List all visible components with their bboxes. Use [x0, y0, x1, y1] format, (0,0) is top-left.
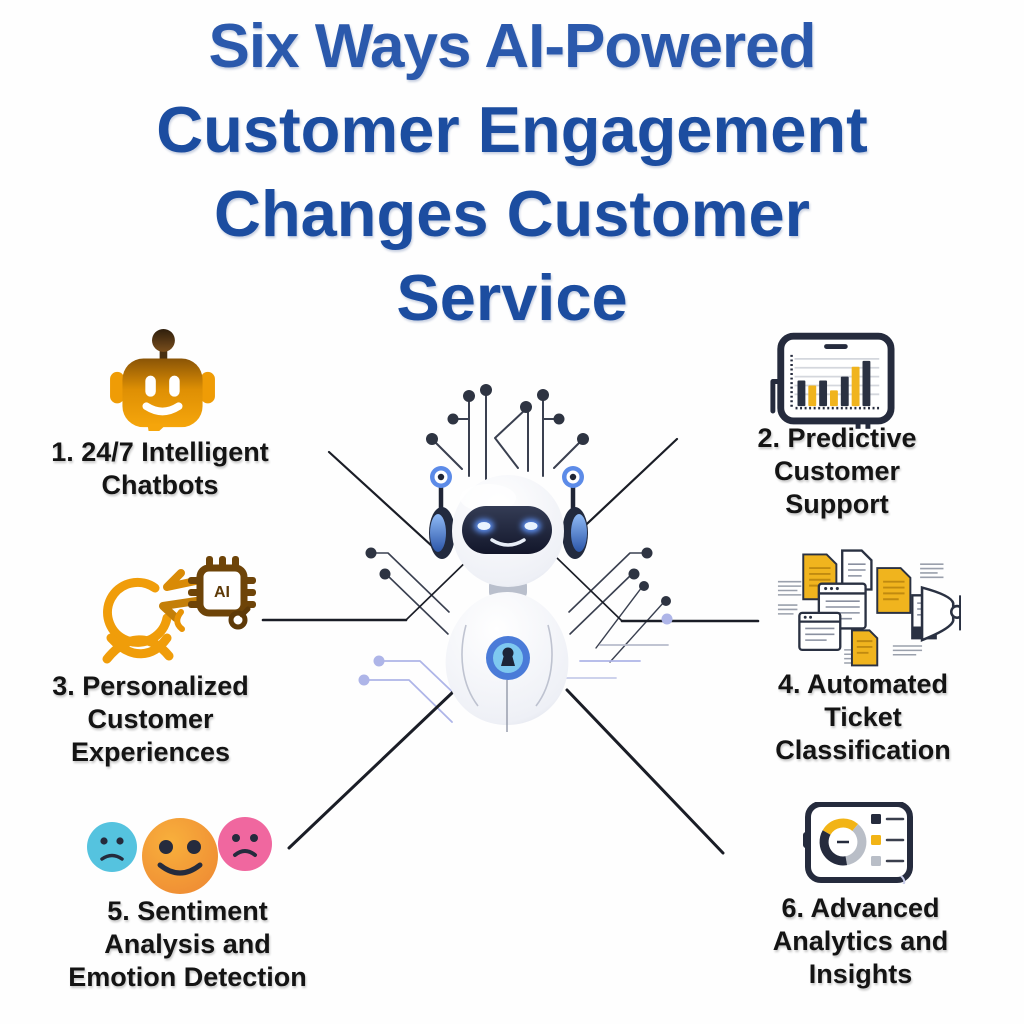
donut-legend — [871, 814, 905, 866]
sad-face-pink — [218, 817, 272, 871]
item-2-label: 2. Predictive Customer Support — [757, 423, 917, 519]
ticket-documents-icon — [777, 549, 961, 667]
item-3-personalized-experiences: AI 3. Personalized Customer Experiences — [18, 548, 283, 778]
robot-chest-emblem — [486, 636, 530, 680]
connector-item-2 — [571, 437, 679, 539]
predictive-chart-icon — [770, 332, 895, 429]
item-3-label: 3. Personalized Customer Experiences — [52, 671, 249, 767]
item-4-ticket-classification: 4. Automated Ticket Classification — [738, 546, 988, 786]
happy-face-orange — [142, 818, 218, 894]
item-6-advanced-analytics: 6. Advanced Analytics and Insights — [733, 798, 988, 1008]
chatbot-icon — [110, 328, 215, 431]
robot-head — [452, 475, 564, 587]
ai-chip: AI — [188, 556, 256, 630]
personalization-chip-icon: AI — [102, 556, 256, 664]
ai-chip-label: AI — [214, 584, 230, 601]
item-1-label: 1. 24/7 Intelligent Chatbots — [51, 437, 269, 500]
page-title: Six Ways AI-Powered Customer Engagement … — [0, 6, 1024, 340]
robot-eyes — [474, 519, 541, 533]
robot-visor — [462, 506, 552, 554]
title-line-1: Six Ways AI-Powered — [208, 12, 817, 81]
title-line-3: Changes Customer — [214, 177, 810, 250]
item-5-label: 5. Sentiment Analysis and Emotion Detect… — [68, 896, 307, 992]
title-line-4: Service — [396, 261, 628, 334]
title-line-2: Customer Engagement — [156, 93, 868, 166]
connector-lines — [261, 437, 760, 855]
sentiment-faces-icon — [87, 817, 272, 894]
sad-face-blue — [87, 822, 137, 872]
donut-chart — [819, 818, 867, 866]
circuit-traces — [358, 384, 671, 723]
item-6-label: 6. Advanced Analytics and Insights — [772, 893, 949, 989]
robot-body — [445, 592, 569, 732]
item-1-chatbots: 1. 24/7 Intelligent Chatbots — [10, 326, 310, 516]
item-4-label: 4. Automated Ticket Classification — [775, 669, 951, 765]
connector-item-6 — [565, 688, 725, 855]
connector-item-1 — [327, 450, 435, 549]
item-2-predictive-support: 2. Predictive Customer Support — [712, 330, 962, 530]
robot — [429, 466, 588, 732]
connector-item-5 — [287, 690, 455, 850]
robot-ears — [429, 507, 588, 559]
item-5-sentiment-analysis: 5. Sentiment Analysis and Emotion Detect… — [25, 806, 350, 1006]
analytics-donut-icon — [803, 802, 913, 884]
robot-smile — [490, 538, 526, 547]
